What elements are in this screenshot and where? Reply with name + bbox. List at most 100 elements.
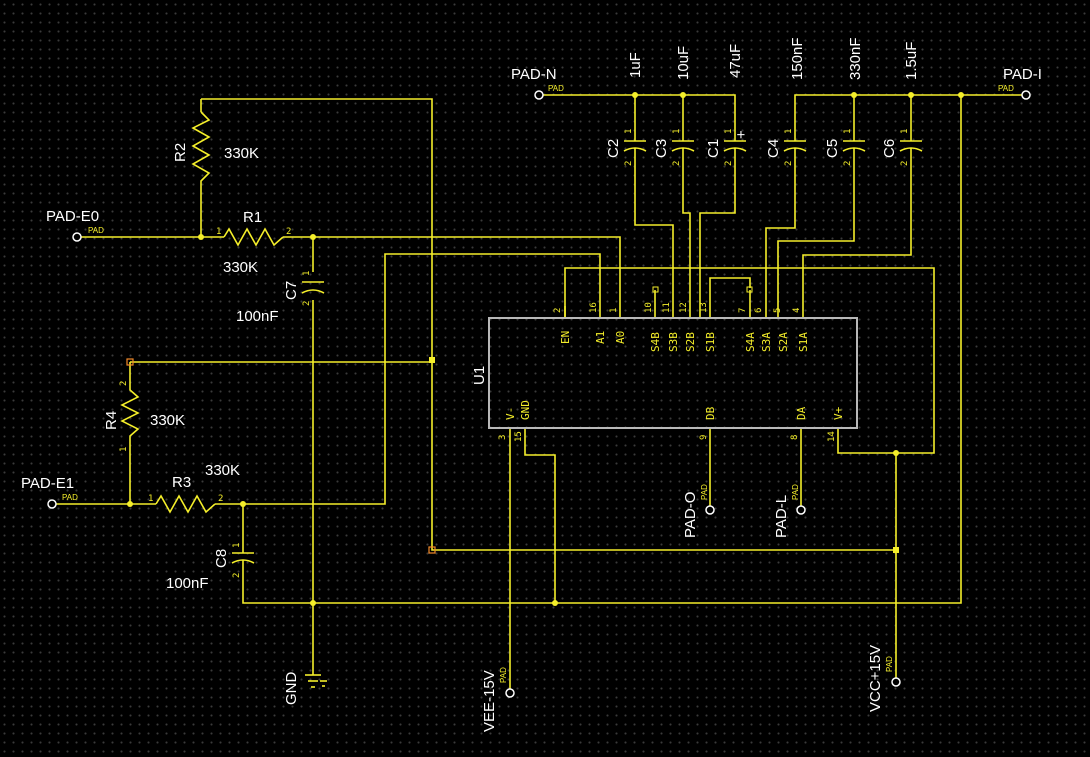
pin-num: 2 bbox=[218, 494, 223, 504]
pad-terminal[interactable] bbox=[796, 505, 806, 515]
pad-terminal[interactable] bbox=[505, 688, 515, 698]
component-ref: R4 bbox=[103, 411, 120, 430]
capacitor-c1[interactable]: C1 47uF + 1 2 bbox=[705, 44, 750, 166]
port-pad-l[interactable]: PAD-L PAD bbox=[773, 484, 806, 538]
pin-num: 3 bbox=[498, 435, 508, 440]
resistor-symbol bbox=[191, 111, 211, 190]
pin-num: 1 bbox=[148, 494, 153, 504]
component-value: 100nF bbox=[166, 575, 209, 592]
pin-num: 6 bbox=[754, 308, 764, 313]
wire-pad-i-rail bbox=[794, 94, 1022, 128]
pad-terminal[interactable] bbox=[891, 677, 901, 687]
component-ref: C6 bbox=[881, 139, 898, 158]
pin-num: 1 bbox=[609, 308, 619, 313]
pin-num: 4 bbox=[792, 308, 802, 313]
ground-symbol[interactable]: GND bbox=[283, 672, 327, 706]
junction-dot bbox=[680, 92, 686, 98]
pad-terminal[interactable] bbox=[1021, 90, 1031, 100]
pad-terminal[interactable] bbox=[72, 232, 82, 242]
component-ref: C5 bbox=[824, 139, 841, 158]
pin-num: 2 bbox=[724, 161, 734, 166]
component-value: 10uF bbox=[675, 46, 692, 80]
pin-num: 2 bbox=[232, 573, 242, 578]
port-pad-i[interactable]: PAD-I PAD bbox=[998, 66, 1042, 100]
pad-terminal[interactable] bbox=[534, 90, 544, 100]
junction-dot bbox=[240, 501, 246, 507]
pin-num: 1 bbox=[724, 129, 734, 134]
pin-name: A0 bbox=[614, 331, 627, 344]
pin-num: 7 bbox=[738, 308, 748, 313]
pin-num: 2 bbox=[553, 308, 563, 313]
resistor-r1[interactable]: R1 330K 1 2 bbox=[216, 209, 291, 276]
port-label: VEE-15V bbox=[481, 670, 498, 732]
pin-name: S2B bbox=[684, 332, 697, 352]
pin-num: 2 bbox=[784, 161, 794, 166]
capacitor-c3[interactable]: C3 10uF 1 2 bbox=[653, 46, 695, 166]
pad-terminal[interactable] bbox=[47, 499, 57, 509]
chip-u1[interactable]: U1 EN A1 A0 S4B S3B S2B S1B S4A S3A S2A … bbox=[471, 302, 858, 442]
capacitor-c7[interactable]: C7 100nF 1 2 bbox=[236, 271, 325, 325]
pin-num: 1 bbox=[784, 129, 794, 134]
capacitor-c4[interactable]: C4 150nF 1 2 bbox=[765, 37, 807, 166]
pin-num: 2 bbox=[672, 161, 682, 166]
component-ref: C7 bbox=[283, 281, 300, 300]
pin-num: 2 bbox=[302, 301, 312, 306]
port-label: VCC+15V bbox=[867, 645, 884, 712]
pin-num: 1 bbox=[302, 271, 312, 276]
pin-name: S3B bbox=[667, 332, 680, 352]
wire-c1-s1b bbox=[699, 160, 736, 318]
wire-r1-a0 bbox=[283, 236, 621, 318]
ground-label: GND bbox=[283, 672, 300, 706]
pin-name: S2A bbox=[777, 332, 790, 352]
wire-c5-s2a bbox=[777, 160, 855, 318]
pin-name: S4A bbox=[744, 332, 757, 352]
capacitor-c2[interactable]: C2 1uF 1 2 bbox=[605, 52, 647, 166]
resistor-r4[interactable]: R4 330K 2 1 bbox=[103, 381, 185, 452]
resistor-r2[interactable]: R2 330K bbox=[172, 111, 259, 190]
wire-r2-loop bbox=[201, 98, 896, 551]
component-ref: C2 bbox=[605, 139, 622, 158]
component-ref: C8 bbox=[213, 549, 230, 568]
port-vee[interactable]: VEE-15V PAD bbox=[481, 667, 515, 732]
pin-end-marker bbox=[652, 286, 659, 293]
port-pad-n[interactable]: PAD-N PAD bbox=[511, 66, 564, 100]
pin-num: 1 bbox=[843, 129, 853, 134]
pin-name: A1 bbox=[594, 331, 607, 344]
component-value: 150nF bbox=[789, 37, 806, 80]
polarity-mark: + bbox=[733, 130, 750, 139]
port-label: PAD-I bbox=[1003, 66, 1042, 83]
wire-c2-s3b bbox=[634, 160, 674, 318]
capacitor-c5[interactable]: C5 330nF 1 2 bbox=[824, 37, 866, 166]
wire-a1 bbox=[243, 253, 601, 505]
pin-num: 2 bbox=[286, 227, 291, 237]
capacitor-c6[interactable]: C6 1.5uF 1 2 bbox=[881, 42, 923, 166]
pin-num: 2 bbox=[624, 161, 634, 166]
pin-name: GND bbox=[519, 400, 532, 420]
wire-c3-s2b bbox=[682, 160, 691, 318]
junction-square bbox=[429, 357, 435, 363]
component-value: 330K bbox=[205, 462, 240, 479]
capacitor-c8[interactable]: C8 100nF 1 2 bbox=[166, 543, 255, 592]
port-label: PAD-O bbox=[682, 492, 699, 538]
port-pad-e0[interactable]: PAD-E0 PAD bbox=[46, 208, 104, 242]
resistor-r3[interactable]: R3 330K 1 2 bbox=[148, 462, 240, 514]
port-pad-e1[interactable]: PAD-E1 PAD bbox=[21, 475, 78, 509]
resistor-symbol bbox=[120, 384, 140, 444]
junction-dot bbox=[893, 450, 899, 456]
port-vcc[interactable]: VCC+15V PAD bbox=[867, 645, 901, 712]
component-value: 330K bbox=[224, 145, 259, 162]
wire-pad-n-rail bbox=[543, 94, 736, 128]
pad-tag: PAD bbox=[62, 493, 78, 502]
pad-terminal[interactable] bbox=[705, 505, 715, 515]
pin-name: S1A bbox=[797, 332, 810, 352]
chip-body[interactable] bbox=[488, 317, 858, 429]
pin-name: S4B bbox=[649, 332, 662, 352]
junction-dot bbox=[310, 234, 316, 240]
junction-dot bbox=[552, 600, 558, 606]
port-pad-o[interactable]: PAD-O PAD bbox=[682, 484, 715, 538]
pin-num: 1 bbox=[232, 543, 242, 548]
junction-dot bbox=[632, 92, 638, 98]
pin-name: S1B bbox=[704, 332, 717, 352]
